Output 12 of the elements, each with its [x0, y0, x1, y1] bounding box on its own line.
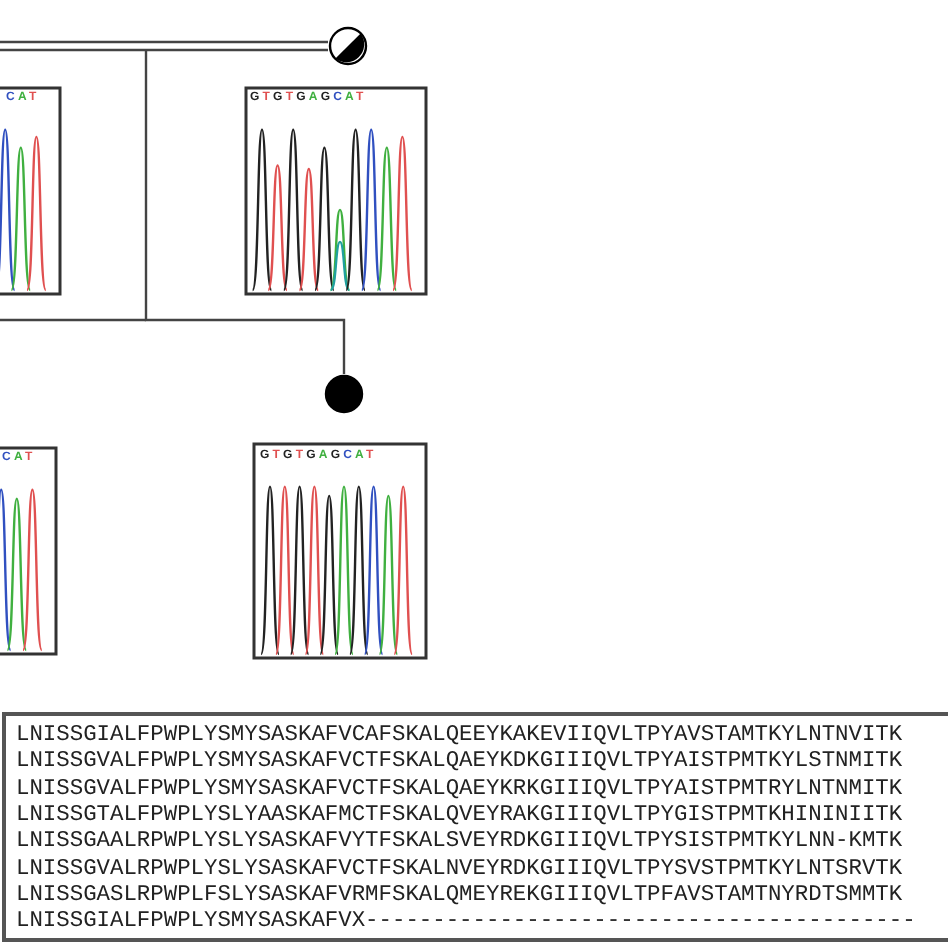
- protein-sequence: LNISSGAALRPWPLYSLYSASKAFVYTFSKALSVEYRDKGIIIQVLTPYSISTPMTKYLNN-KMTK: [16, 830, 903, 857]
- carrier-circle-symbol: [328, 26, 368, 66]
- protein-sequence: LNISSGVALFPWPLYSMYSASKAFVCTFSKALQAEYKDKGIIIQVLTPYAISTPMTKYLSTNMITK: [16, 750, 903, 777]
- protein-sequence: LNISSGIALFPWPLYSMYSASKAFVCAFSKALQEEYKAKEVIIQVLTPYAVSTAMTKYLNTNVITK: [16, 724, 903, 750]
- protein-sequence: LNISSGASLRPWPLFSLYSASKAFVRMFSKALQMEYREKGIIIQVLTPFAVSTAMTNYRDTSMMTK: [16, 883, 903, 910]
- protein-sequence: LNISSGVALRPWPLYSLYSASKAFVCTFSKALNVEYRDKGIIIQVLTPYSVSTPMTKYLNTSRVTK: [16, 857, 903, 883]
- descent-line: [144, 50, 346, 374]
- protein-sequence: LNISSGIALFPWPLYSMYSASKAFVX-----------------------------------------: [16, 910, 916, 937]
- protein-sequence: LNISSGVALFPWPLYSMYSASKAFVCTFSKALQAEYKRKGIIIQVLTPYAISTPMTRYLNTNMITK: [16, 777, 903, 804]
- affected-circle-symbol: [324, 374, 364, 414]
- mating-line: [0, 40, 330, 52]
- protein-sequence: LNISSGTALFPWPLYSLYAASKAFMCTFSKALQVEYRAKGIIIQVLTPYGISTPMTKHININIITK: [16, 803, 903, 830]
